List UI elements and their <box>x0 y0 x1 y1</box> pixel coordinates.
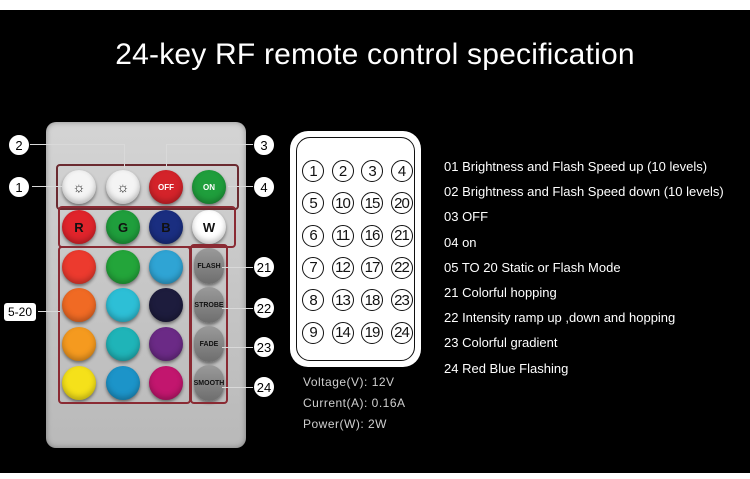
legend-item: 22 Intensity ramp up ,down and hopping <box>444 310 676 326</box>
legend-item: 23 Colorful gradient <box>444 335 558 351</box>
callout-3: 3 <box>253 134 275 156</box>
remote-control-image: ☼ ☼ OFF ON R G B W FLASH STROBE FADE SMO… <box>46 122 246 448</box>
key-number-4: 4 <box>390 160 413 182</box>
voltage-spec: Voltage(V): 12V <box>303 375 395 389</box>
key-number-13: 13 <box>331 289 354 312</box>
leader-line <box>222 387 254 388</box>
color-button <box>106 366 140 400</box>
callout-1: 1 <box>8 176 30 198</box>
page-title: 24-key RF remote control specification <box>115 38 635 71</box>
callout-2: 2 <box>8 134 30 156</box>
rgbw-outline <box>58 206 236 248</box>
strobe-button: STROBE <box>194 287 224 323</box>
legend-item: 01 Brightness and Flash Speed up (10 lev… <box>444 159 708 174</box>
key-number-17: 17 <box>361 256 383 279</box>
leader-line <box>124 144 125 168</box>
key-number-14: 14 <box>331 321 354 344</box>
leader-line <box>28 144 124 145</box>
current-spec: Current(A): 0.16A <box>303 396 406 410</box>
leader-line <box>228 186 254 187</box>
key-number-11: 11 <box>331 224 354 247</box>
fade-button: FADE <box>194 326 224 362</box>
power-spec: Power(W): 2W <box>303 417 387 431</box>
legend-item: 21 Colorful hopping <box>444 285 557 301</box>
callout-5-20: 5-20 <box>4 303 37 321</box>
brightness-down-button: ☼ <box>106 170 140 204</box>
callout-22: 22 <box>253 297 275 319</box>
key-number-8: 8 <box>302 289 324 312</box>
key-number-24: 24 <box>390 321 413 344</box>
red-button: R <box>62 210 96 244</box>
white-button: W <box>192 210 226 244</box>
key-number-19: 19 <box>361 321 383 344</box>
power-on-label: ON <box>203 182 215 192</box>
color-button <box>149 288 183 322</box>
key-number-22: 22 <box>390 256 413 279</box>
color-button <box>149 250 183 284</box>
leader-line <box>166 144 167 168</box>
top-band <box>0 0 750 10</box>
key-number-6: 6 <box>302 224 324 247</box>
leader-line <box>222 347 254 348</box>
key-number-7: 7 <box>302 256 324 279</box>
on-button: ON <box>192 170 226 204</box>
power-off-label: OFF <box>158 182 174 192</box>
color-button <box>149 327 183 361</box>
color-button <box>62 366 96 400</box>
key-number-12: 12 <box>331 256 354 279</box>
leader-line <box>38 311 60 312</box>
leader-line <box>166 144 254 145</box>
brightness-up-button: ☼ <box>62 170 96 204</box>
legend-item: 02 Brightness and Flash Speed down (10 l… <box>444 184 724 200</box>
key-number-20: 20 <box>390 192 413 215</box>
key-number-15: 15 <box>361 192 383 215</box>
key-number-18: 18 <box>361 289 383 312</box>
callout-23: 23 <box>253 336 275 358</box>
leader-line <box>222 267 254 268</box>
smooth-button: SMOOTH <box>194 365 224 401</box>
color-button <box>106 327 140 361</box>
callout-24: 24 <box>253 376 275 398</box>
blue-button: B <box>149 210 183 244</box>
color-grid-outline <box>58 246 191 404</box>
color-button <box>62 288 96 322</box>
sun-down-icon: ☼ <box>116 179 130 195</box>
key-number-16: 16 <box>361 224 383 247</box>
specifications: Voltage(V): 12V Current(A): 0.16A Power(… <box>303 372 406 435</box>
legend-item: 04 on <box>444 234 477 250</box>
color-button <box>106 288 140 322</box>
legend-item: 05 TO 20 Static or Flash Mode <box>444 259 621 275</box>
color-button <box>106 250 140 284</box>
legend-item: 03 OFF <box>444 209 489 225</box>
leader-line <box>32 186 62 187</box>
legend-item: 24 Red Blue Flashing <box>444 360 569 376</box>
top-row-outline <box>56 164 239 210</box>
key-number-3: 3 <box>361 160 383 182</box>
sun-up-icon: ☼ <box>72 179 86 195</box>
callout-21: 21 <box>253 256 275 278</box>
mode-outline <box>190 244 228 404</box>
color-button <box>149 366 183 400</box>
bottom-band <box>0 473 750 479</box>
off-button: OFF <box>149 170 183 204</box>
color-button <box>62 250 96 284</box>
leader-line <box>222 308 254 309</box>
color-button <box>62 327 96 361</box>
key-number-21: 21 <box>390 224 413 247</box>
key-number-9: 9 <box>302 321 324 344</box>
function-legend: 01 Brightness and Flash Speed up (10 lev… <box>444 154 724 381</box>
key-number-5: 5 <box>302 192 324 215</box>
key-number-1: 1 <box>302 160 324 182</box>
key-number-10: 10 <box>331 192 354 215</box>
green-button: G <box>106 210 140 244</box>
key-number-2: 2 <box>331 160 354 182</box>
key-number-23: 23 <box>390 289 413 312</box>
flash-button: FLASH <box>194 248 224 284</box>
callout-4: 4 <box>253 176 275 198</box>
